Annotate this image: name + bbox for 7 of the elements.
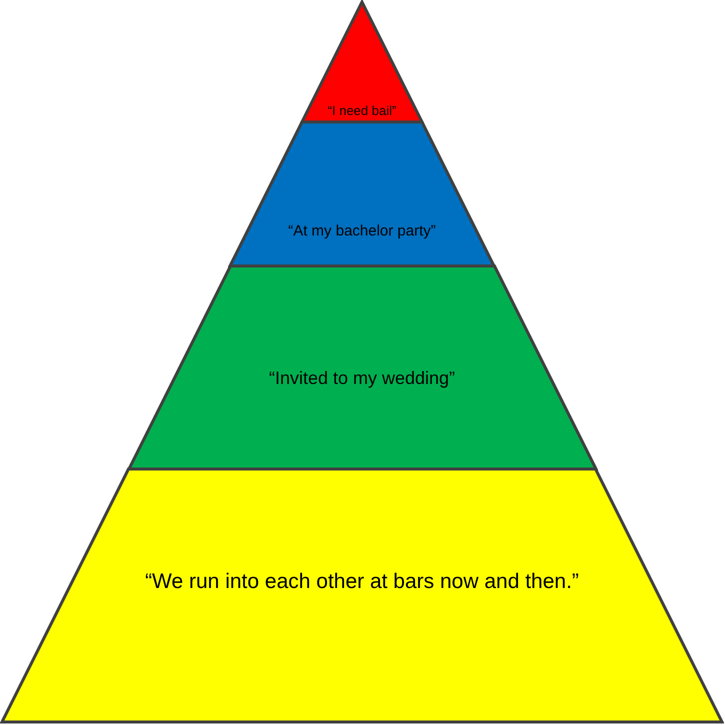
tier-label: “Invited to my wedding” <box>268 366 456 390</box>
tier-label: “I need bail” <box>328 102 396 120</box>
pyramid-tier <box>0 467 724 724</box>
tier-label: “At my bachelor party” <box>288 222 436 242</box>
tier-label: “We run into each other at bars now and then.” <box>145 568 579 595</box>
pyramid-tier <box>126 264 598 471</box>
pyramid-tier <box>228 120 496 268</box>
